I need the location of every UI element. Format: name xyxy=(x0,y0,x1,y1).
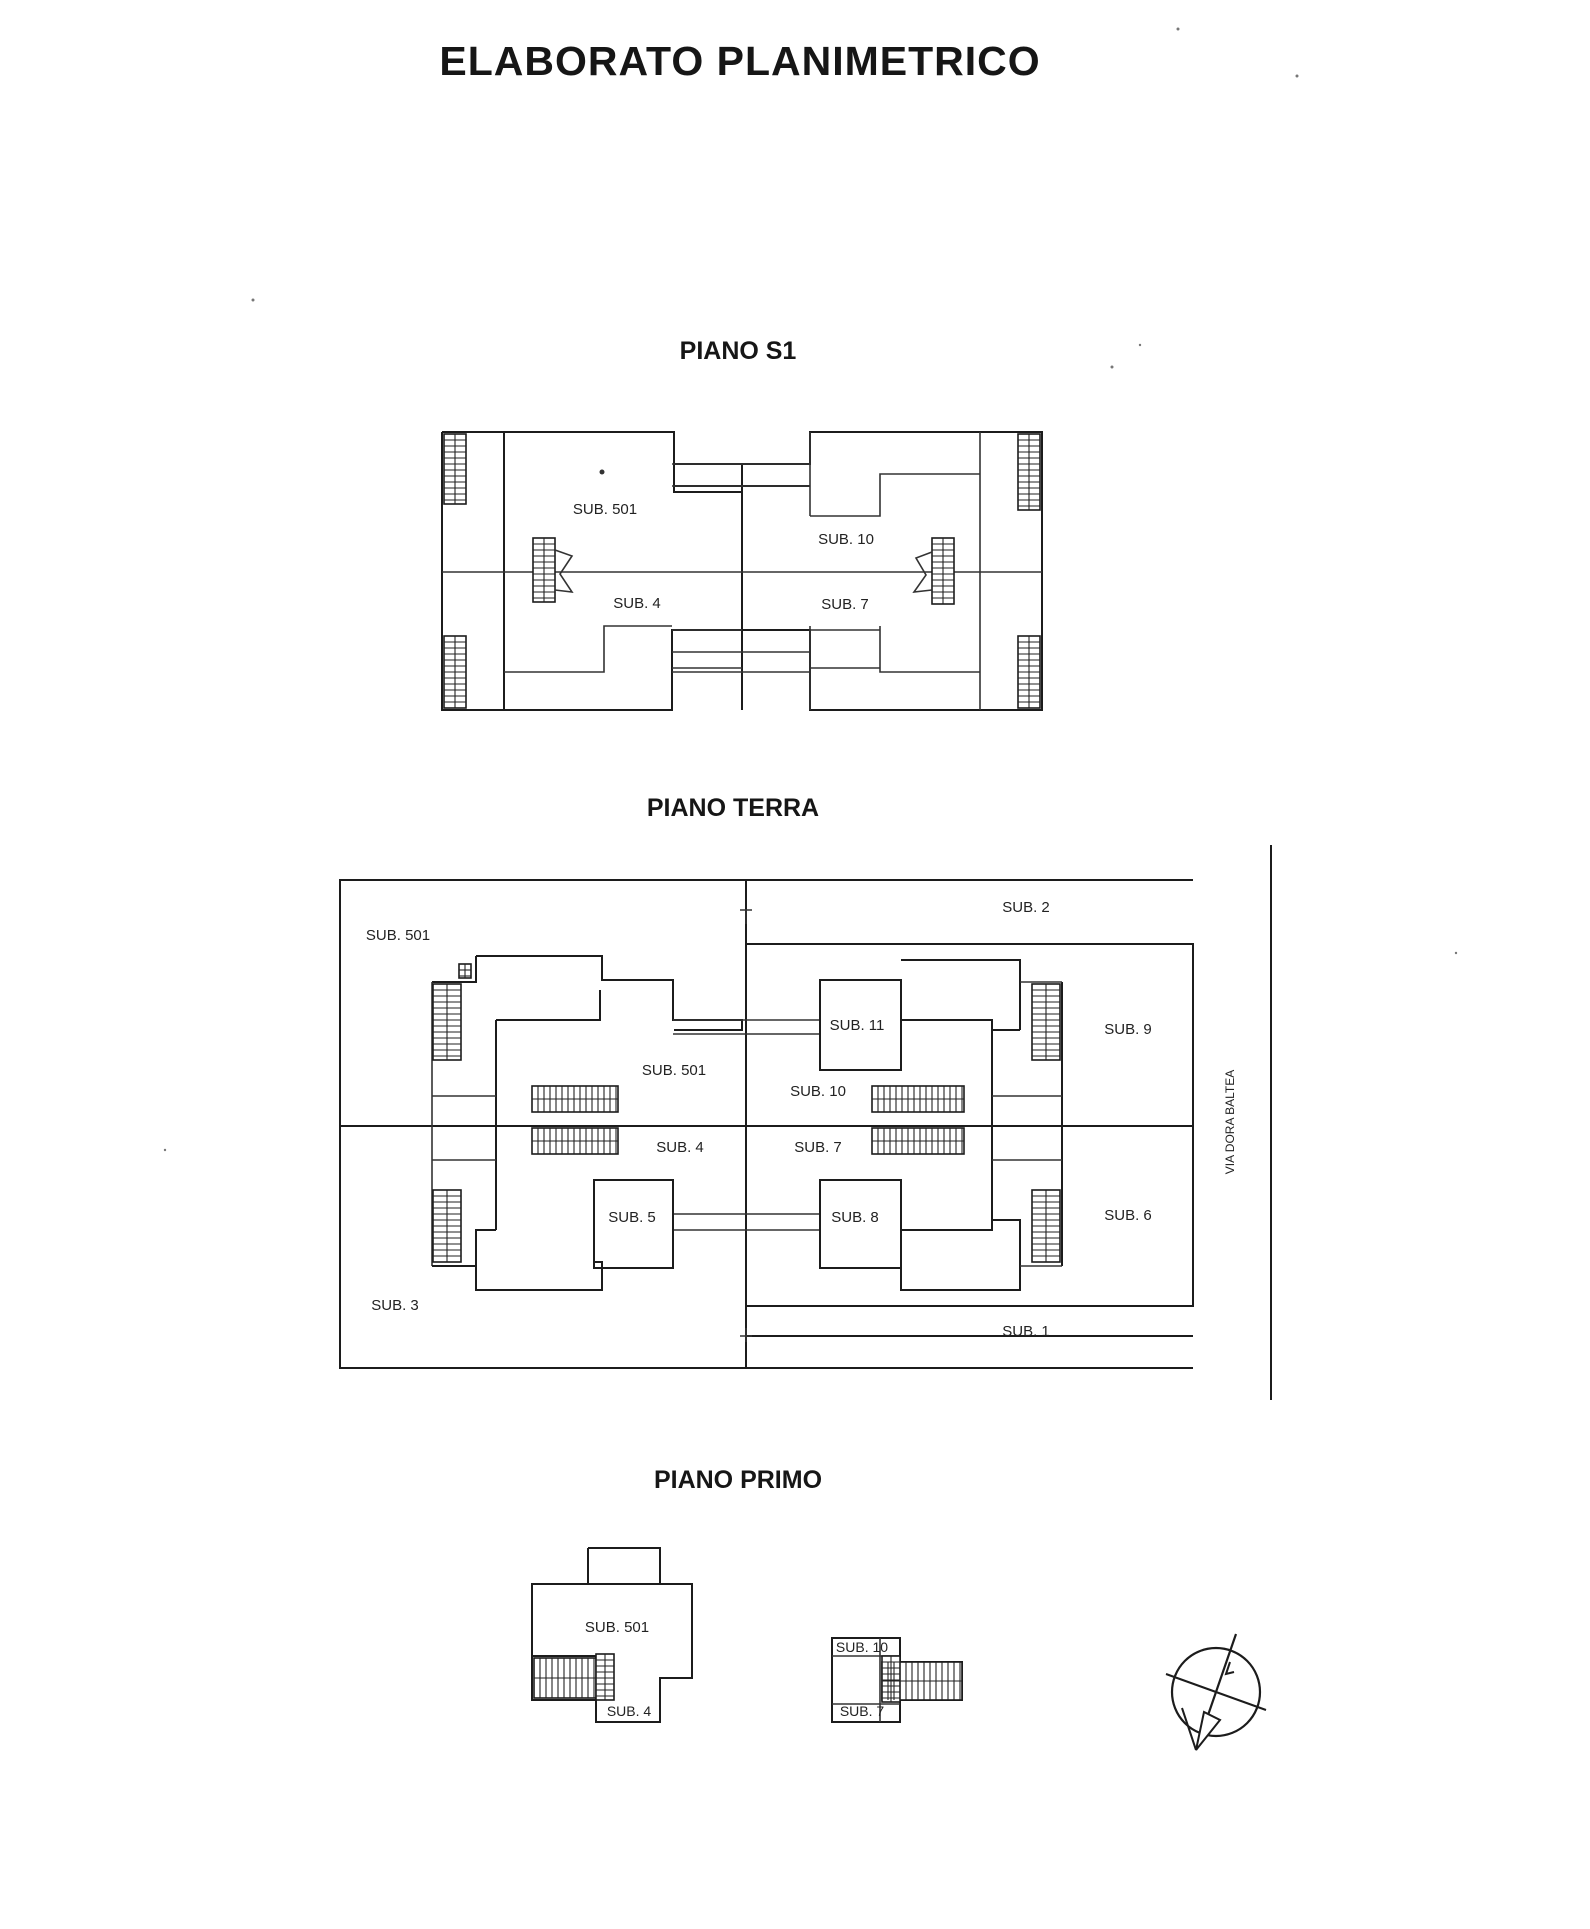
floor-terra-unit-501-inner: SUB. 501 xyxy=(642,1062,706,1079)
floor-terra-unit-9: SUB. 9 xyxy=(1104,1021,1152,1038)
floor-terra-unit-10: SUB. 10 xyxy=(790,1083,846,1100)
floor-terra-unit-3: SUB. 3 xyxy=(371,1297,419,1314)
floor-terra-unit-8: SUB. 8 xyxy=(831,1209,879,1226)
floor-s1-unit-4: SUB. 4 xyxy=(613,595,661,612)
floor-s1-unit-501: SUB. 501 xyxy=(573,501,637,518)
floor-s1-marker xyxy=(599,469,605,475)
floor-primo-unit-501: SUB. 501 xyxy=(585,1619,649,1636)
floor-terra-unit-2: SUB. 2 xyxy=(1002,899,1050,916)
floor-terra-plan xyxy=(339,845,1272,1400)
scan-specks xyxy=(163,27,1458,1152)
floor-terra-unit-11: SUB. 11 xyxy=(830,1017,885,1034)
floor-primo: PIANO PRIMO SUB. 501 SUB. 4 SUB. 10 SUB.… xyxy=(531,1466,963,1723)
floor-terra: PIANO TERRA xyxy=(339,794,1272,1400)
floor-s1-unit-7: SUB. 7 xyxy=(821,596,869,613)
north-arrow-icon xyxy=(1165,1633,1267,1751)
road-name: VIA DORA BALTEA xyxy=(1223,1070,1237,1174)
floor-primo-unit-7: SUB. 7 xyxy=(840,1703,885,1719)
floor-terra-unit-7: SUB. 7 xyxy=(794,1139,842,1156)
floor-terra-unit-6: SUB. 6 xyxy=(1104,1207,1152,1224)
floor-s1: PIANO S1 xyxy=(441,337,1043,711)
floor-primo-unit-4: SUB. 4 xyxy=(607,1703,652,1719)
floor-terra-unit-1: SUB. 1 xyxy=(1002,1323,1050,1340)
floor-s1-stairs xyxy=(443,433,1041,709)
floor-s1-heading: PIANO S1 xyxy=(680,337,797,365)
floor-primo-heading: PIANO PRIMO xyxy=(654,1466,822,1494)
floor-primo-unit-10: SUB. 10 xyxy=(836,1639,888,1655)
floor-primo-plan xyxy=(531,1547,963,1723)
floor-terra-heading: PIANO TERRA xyxy=(647,794,819,822)
floor-s1-unit-10: SUB. 10 xyxy=(818,531,874,548)
floor-terra-stairs xyxy=(432,963,1061,1263)
floor-terra-unit-5: SUB. 5 xyxy=(608,1209,656,1226)
document-title: ELABORATO PLANIMETRICO xyxy=(439,38,1040,84)
floor-terra-unit-501-outer: SUB. 501 xyxy=(366,927,430,944)
floor-s1-plan xyxy=(441,431,1043,711)
floor-terra-unit-4: SUB. 4 xyxy=(656,1139,704,1156)
floor-primo-stairs xyxy=(533,1653,963,1703)
